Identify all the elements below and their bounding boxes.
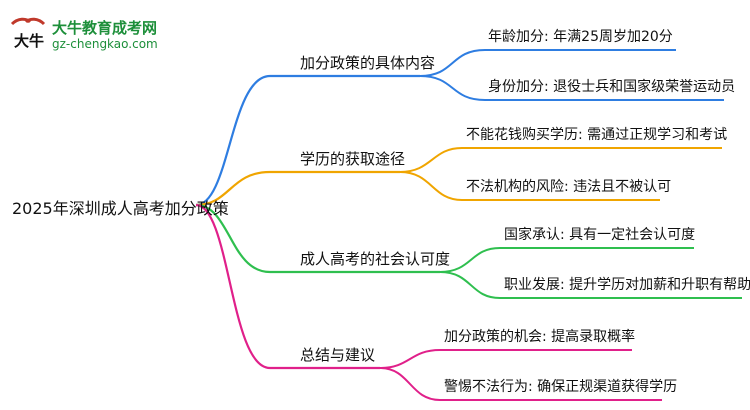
leaf-state-recognized: 国家承认: 具有一定社会认可度 <box>504 227 696 243</box>
connector-b3-leaf-2 <box>439 271 742 299</box>
connector-b2-leaf-1 <box>399 147 722 173</box>
connector-root-branch-1 <box>195 74 420 207</box>
connector-b4-leaf-1 <box>379 349 632 369</box>
connector-b3-leaf-1 <box>439 247 694 273</box>
leaf-career-development: 职业发展: 提升学历对加薪和升职有帮助 <box>504 277 750 293</box>
leaf-no-buying-degree: 不能花钱购买学历: 需通过正规学习和考试 <box>466 127 728 143</box>
leaf-beware-illegal: 警惕不法行为: 确保正规渠道获得学历 <box>444 379 678 395</box>
connector-b2-leaf-2 <box>399 171 660 201</box>
branch-degree-path: 学历的获取途径 <box>300 150 406 168</box>
branch-policy-content: 加分政策的具体内容 <box>300 54 436 72</box>
leaf-age-bonus: 年龄加分: 年满25周岁加20分 <box>488 29 673 45</box>
branch-summary: 总结与建议 <box>300 346 376 364</box>
connector-b4-leaf-2 <box>379 367 662 401</box>
connector-root-branch-3 <box>195 203 440 274</box>
leaf-illegal-risk: 不法机构的风险: 违法且不被认可 <box>466 179 672 195</box>
connector-root-branch-4 <box>195 203 380 370</box>
connector-root-branch-2 <box>195 170 400 207</box>
connector-b1-leaf-1 <box>419 49 676 77</box>
logo-url: gz-chengkao.com <box>52 37 158 51</box>
leaf-bonus-opportunity: 加分政策的机会: 提高录取概率 <box>444 329 636 345</box>
bull-logo-icon: 大牛 <box>10 17 46 50</box>
connector-b1-leaf-2 <box>419 75 724 101</box>
logo-title: 大牛教育成考网 <box>52 19 158 37</box>
logo-mark-text: 大牛 <box>14 32 44 50</box>
root-node: 2025年深圳成人高考加分政策 <box>12 199 229 218</box>
branch-social-recognition: 成人高考的社会认可度 <box>300 250 451 268</box>
site-logo[interactable]: 大牛 大牛教育成考网 gz-chengkao.com <box>8 14 168 54</box>
leaf-identity-bonus: 身份加分: 退役士兵和国家级荣誉运动员 <box>488 79 736 95</box>
